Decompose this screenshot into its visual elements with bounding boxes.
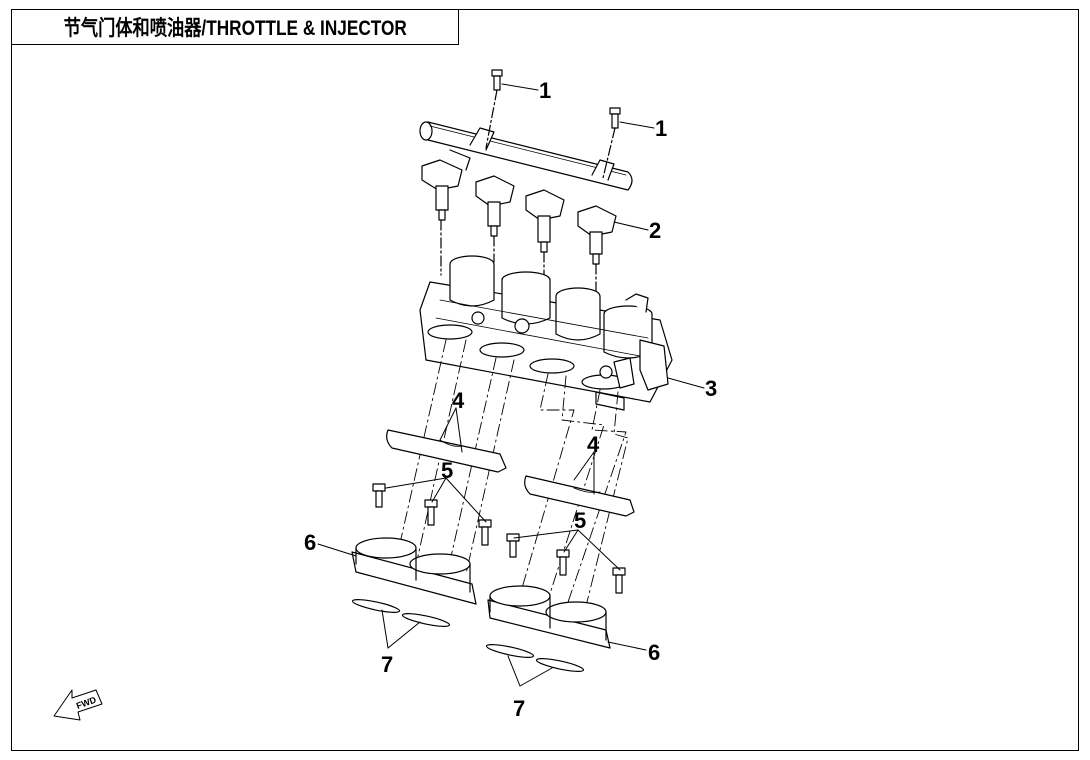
callout-3: 3 — [705, 376, 717, 401]
callout-4-right: 4 — [587, 432, 600, 457]
screw-2 — [424, 499, 438, 526]
forward-direction-arrow-icon: FWD — [53, 689, 103, 721]
callout-7-left: 7 — [381, 652, 393, 677]
screw-3 — [478, 519, 492, 546]
callout-1-right: 1 — [655, 116, 667, 141]
callout-7-right: 7 — [513, 696, 525, 721]
callout-5-left: 5 — [441, 458, 453, 483]
screws — [372, 483, 626, 594]
leader-lines — [317, 83, 705, 687]
title-box: 节气门体和喷油器/THROTTLE & INJECTOR — [11, 9, 459, 45]
callout-5-right: 5 — [574, 508, 586, 533]
drawing-frame — [11, 9, 1079, 751]
spacer-plate-left — [386, 429, 507, 473]
page-title: 节气门体和喷油器/THROTTLE & INJECTOR — [63, 17, 407, 40]
callout-numbers: 1 1 2 3 4 4 5 5 6 6 7 7 — [304, 78, 717, 721]
fuel-rail — [419, 121, 633, 191]
callout-6-left: 6 — [304, 530, 316, 555]
intake-boot-right — [487, 585, 611, 649]
injector-2 — [475, 175, 515, 237]
throttle-body — [419, 255, 673, 411]
screw-1 — [372, 483, 386, 508]
spacer-plate-right — [524, 475, 635, 517]
callout-1-left: 1 — [539, 78, 551, 103]
o-rings — [351, 599, 585, 672]
screw-6 — [612, 567, 626, 594]
injector-3 — [525, 189, 565, 253]
rail-bolt-right — [602, 107, 621, 179]
injector-1 — [421, 149, 471, 221]
intake-boot-left — [351, 537, 477, 605]
callout-2: 2 — [649, 218, 661, 243]
rail-bolt-left — [485, 69, 503, 149]
screw-5 — [556, 549, 570, 576]
callout-4-left: 4 — [452, 388, 465, 413]
injectors — [421, 149, 617, 296]
injector-4 — [577, 205, 617, 265]
callout-6-right: 6 — [648, 640, 660, 665]
